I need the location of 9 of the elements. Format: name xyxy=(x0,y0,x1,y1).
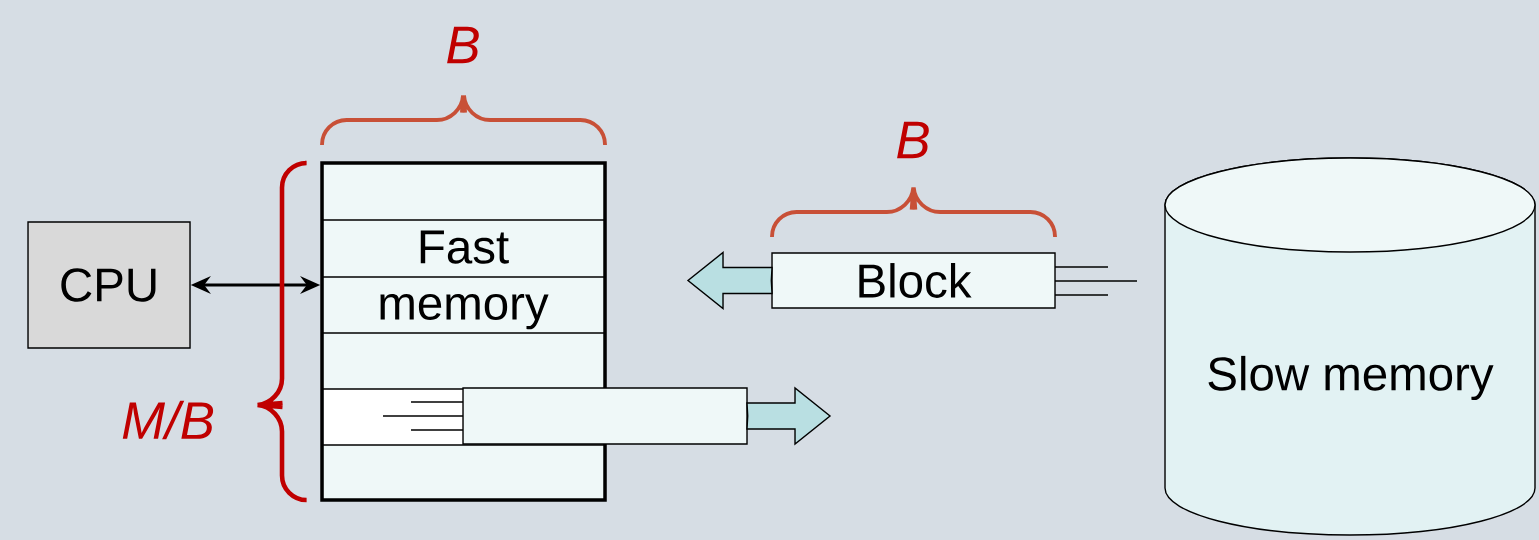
brace-label: B xyxy=(447,26,479,64)
block-arrow xyxy=(686,251,773,310)
data-block xyxy=(382,387,748,445)
brace-label: M/B xyxy=(122,400,214,440)
cpu-box: CPU xyxy=(27,221,191,349)
brace-label: B xyxy=(897,121,929,159)
storage-cylinder: Slow memory xyxy=(1164,157,1536,536)
data-block: Block xyxy=(771,252,1138,309)
block-arrow xyxy=(746,386,832,446)
